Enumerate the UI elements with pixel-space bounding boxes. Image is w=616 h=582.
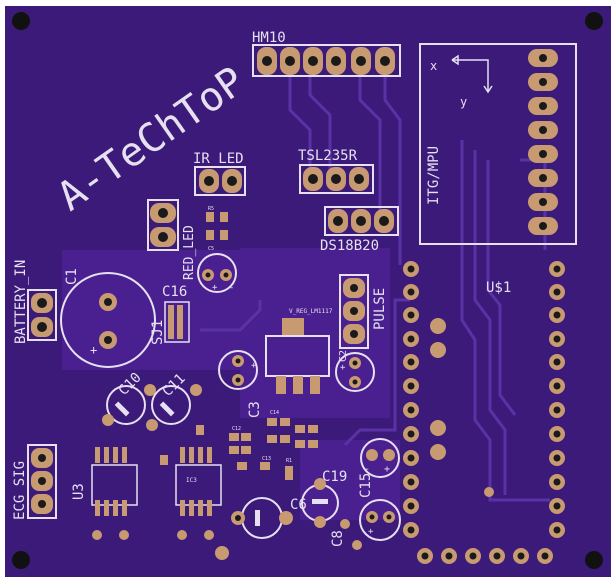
u1-left-column — [403, 261, 446, 538]
cap-bottom-right-plus: + — [368, 527, 374, 537]
voltage-regulator: V_REG_LM1117 — [265, 308, 333, 394]
c15-plus: + — [384, 464, 390, 475]
sj1-label: SJ1 — [150, 320, 166, 345]
battery-in-label: BATTERY_IN — [13, 260, 29, 344]
mounting-holes — [12, 12, 603, 569]
axis-y-label: y — [460, 95, 467, 109]
tsl235r-label: TSL235R — [298, 148, 358, 164]
c15-label: C15 — [358, 473, 374, 498]
ir-led-label: IR_LED — [193, 151, 244, 167]
ic-u3: U3 — [71, 447, 138, 516]
u3-label: U3 — [71, 483, 87, 500]
tiny-c12-label: C12 — [232, 426, 241, 432]
vias — [92, 487, 494, 560]
red-led-header: RED_LED R5 C5 — [147, 199, 228, 280]
c1-label: C1 — [64, 268, 80, 285]
c1-capacitor: + C1 — [60, 268, 156, 368]
hm10-label: HM10 — [252, 30, 286, 46]
cap-red-led: + - — [197, 253, 237, 293]
tiny-c5-label: C5 — [208, 246, 214, 252]
axis-x-label: x — [430, 59, 437, 73]
tiny-ic3-label: IC3 — [186, 477, 197, 484]
itg-mpu-module: x y ITG/MPU — [419, 43, 577, 245]
u1-bottom-row — [417, 548, 553, 564]
smd-pads — [160, 418, 318, 480]
ecg-sig-label: ECG_SIG — [12, 461, 28, 520]
battery-in-header: BATTERY_IN — [13, 260, 57, 344]
c3-plus: + — [251, 361, 257, 371]
mount-hole-tr — [585, 12, 603, 30]
c19-label: C19 — [322, 469, 347, 485]
c3-capacitor: + C3 — [218, 350, 263, 418]
hm10-header: HM10 — [252, 30, 401, 77]
ds18b20-label: DS18B20 — [320, 238, 379, 254]
u1-right-column: U$1 — [486, 261, 565, 538]
mount-hole-bl — [12, 551, 30, 569]
mount-hole-br — [585, 551, 603, 569]
c16-label: C16 — [162, 284, 187, 300]
c15-capacitor: - + C15 — [358, 438, 400, 498]
c19-capacitor: C19 — [301, 469, 347, 528]
itg-mpu-label: ITG/MPU — [426, 146, 442, 205]
ir-led-header: IR_LED — [193, 151, 246, 196]
vreg-label: V_REG_LM1117 — [289, 308, 333, 315]
tsl235r-header: TSL235R — [298, 148, 374, 194]
ecg-sig-header: ECG_SIG — [12, 444, 57, 520]
red-led-label: RED_LED — [182, 225, 197, 280]
ds18b20-header: DS18B20 — [320, 206, 399, 254]
u1-label: U$1 — [486, 280, 511, 296]
cap-red-led-minus: - — [229, 283, 234, 293]
cap-pulse: + — [335, 352, 375, 392]
tiny-c13-label: C13 — [262, 456, 271, 462]
c3-label: C3 — [247, 401, 263, 418]
mount-hole-tl — [12, 12, 30, 30]
c1-plus: + — [90, 343, 97, 357]
tiny-r1-label: R1 — [286, 458, 292, 464]
cap-red-led-plus: + — [212, 283, 218, 293]
pulse-label: PULSE — [372, 288, 388, 330]
copper-traces — [200, 75, 550, 502]
cap-bottom-right: + — [359, 499, 401, 541]
cap-pulse-plus: + — [340, 363, 346, 373]
c8-label: C8 — [330, 530, 346, 547]
tiny-r5-label: R5 — [208, 206, 214, 212]
ic-ic3: IC3 — [175, 447, 222, 516]
tiny-c14-label: C14 — [270, 410, 279, 416]
c16-sj1: C16 SJ1 — [150, 284, 190, 345]
c15-minus: - — [364, 464, 370, 475]
